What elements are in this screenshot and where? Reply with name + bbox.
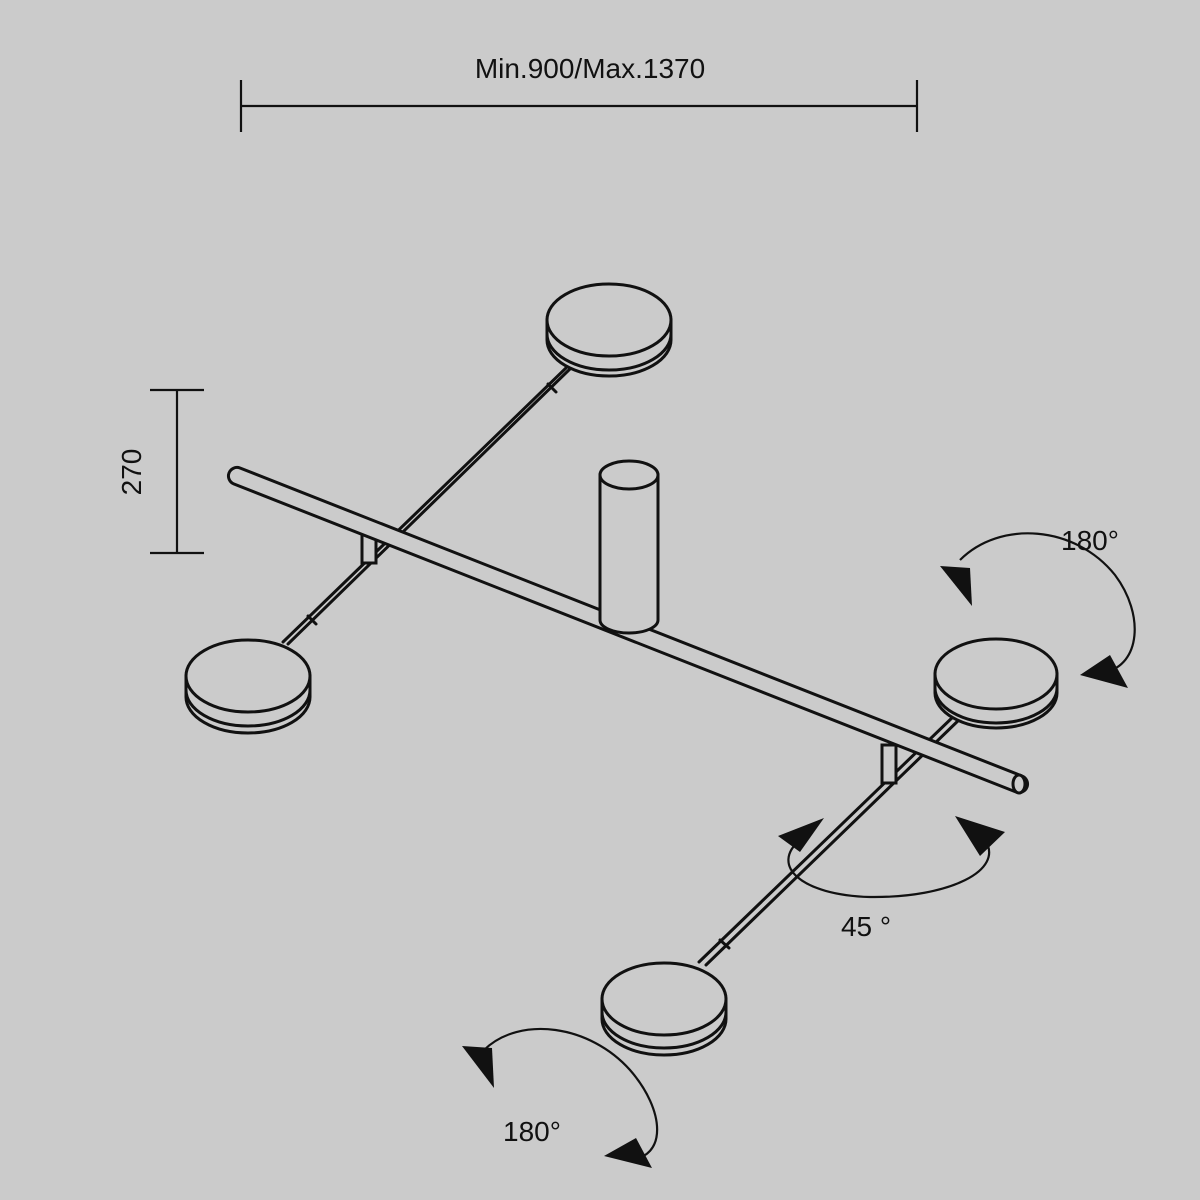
rotation-label-lower-left: 180° [503, 1116, 561, 1147]
lower-right-arm [697, 712, 965, 967]
height-dimension: 270 [116, 388, 204, 555]
arrowhead-icon [778, 818, 824, 852]
width-dimension-label: Min.900/Max.1370 [475, 53, 705, 84]
disc-bottom-face [600, 961, 728, 1037]
main-bar-end-cap [1011, 773, 1027, 795]
canopy-cylinder [598, 459, 660, 635]
arrowhead-icon [462, 1046, 494, 1088]
disc-top [545, 282, 673, 378]
disc-top-face [545, 282, 673, 358]
arrowhead-icon [1080, 655, 1128, 688]
disc-right [933, 637, 1059, 730]
arrowhead-icon [604, 1138, 652, 1168]
canopy-body [598, 473, 660, 635]
lower-right-arm-rod [704, 714, 965, 967]
rotation-arrow-arm: 45 ° [778, 816, 1005, 942]
arrowhead-icon [955, 816, 1005, 856]
lower-right-arm-connector [880, 743, 898, 785]
rotation-label-arm: 45 ° [841, 911, 891, 942]
height-dimension-label: 270 [116, 449, 147, 496]
disc-bottom [600, 961, 728, 1057]
width-dimension: Min.900/Max.1370 [239, 53, 919, 132]
upper-left-arm-rod [286, 364, 575, 646]
disc-left-face [184, 638, 312, 714]
rotation-arrow-upper-right: 180° [940, 525, 1136, 688]
disc-right-face [933, 637, 1059, 711]
arrowhead-icon [940, 566, 972, 606]
disc-left [184, 638, 312, 735]
canopy-top [598, 459, 660, 491]
rotation-label-upper-right: 180° [1061, 525, 1119, 556]
rotation-arrow-lower-left: 180° [462, 1027, 659, 1168]
